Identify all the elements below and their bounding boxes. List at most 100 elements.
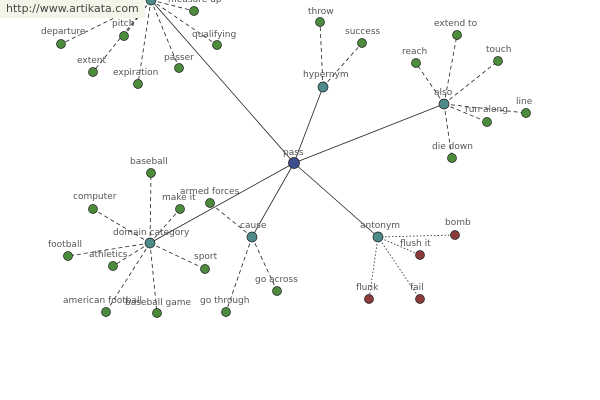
node-antonym[interactable]: antonym [360,221,400,243]
node-americanfootball[interactable]: american football [63,296,142,317]
node-label-computer[interactable]: computer [73,192,117,202]
node-label-antonym[interactable]: antonym [360,221,400,231]
node-makeit[interactable]: make it [162,193,196,214]
node-throw[interactable]: throw [308,7,334,27]
node-departure[interactable]: departure [41,27,86,49]
node-diedown[interactable]: die down [432,142,473,163]
node-goacross[interactable]: go across [255,275,298,296]
node-circle-extendto[interactable] [452,30,462,40]
node-also[interactable]: also [434,88,453,110]
node-circle-pitch[interactable] [119,31,129,41]
node-circle-throw[interactable] [315,17,325,27]
node-reach[interactable]: reach [402,47,427,68]
node-pass[interactable]: pass [283,148,304,169]
node-label-goacross[interactable]: go across [255,275,298,285]
node-label-domain[interactable]: domain category [113,228,190,238]
node-domain[interactable]: domain category [113,228,190,249]
node-circle-expiration[interactable] [133,79,143,89]
node-label-touch[interactable]: touch [486,45,511,55]
node-label-extent[interactable]: extent [77,56,106,66]
node-success[interactable]: success [345,27,381,48]
node-fail[interactable]: fail [410,283,425,304]
node-label-qualifying[interactable]: qualifying [192,30,236,40]
node-sport[interactable]: sport [194,252,218,274]
node-circle-fail[interactable] [415,294,425,304]
node-label-passer[interactable]: passer [164,53,194,63]
node-circle-americanfootball[interactable] [101,307,111,317]
node-flunk[interactable]: flunk [356,283,379,304]
node-circle-baseball[interactable] [146,168,156,178]
node-circle-runalong[interactable] [482,117,492,127]
node-circle-topcluster[interactable] [145,0,157,6]
node-touch[interactable]: touch [486,45,511,66]
node-label-sport[interactable]: sport [194,252,218,262]
node-circle-touch[interactable] [493,56,503,66]
node-label-expiration[interactable]: expiration [113,68,158,78]
node-circle-qualifying[interactable] [212,40,222,50]
node-circle-diedown[interactable] [447,153,457,163]
node-label-reach[interactable]: reach [402,47,427,57]
node-athletics[interactable]: athletics [89,250,128,271]
node-bomb[interactable]: bomb [445,218,471,240]
node-label-gothrough[interactable]: go through [200,296,249,306]
node-qualifying[interactable]: qualifying [192,30,236,50]
node-circle-pass[interactable] [288,157,300,169]
node-circle-measureup[interactable] [189,6,199,16]
node-circle-sport[interactable] [200,264,210,274]
node-label-success[interactable]: success [345,27,381,37]
node-hypernym[interactable]: hypernym [303,70,349,93]
node-circle-departure[interactable] [56,39,66,49]
node-circle-flunk[interactable] [364,294,374,304]
node-gothrough[interactable]: go through [200,296,249,317]
node-label-pass[interactable]: pass [283,148,304,158]
node-circle-bomb[interactable] [450,230,460,240]
node-label-pitch[interactable]: pitch [112,19,134,29]
node-circle-baseballgame[interactable] [152,308,162,318]
node-circle-computer[interactable] [88,204,98,214]
node-label-athletics[interactable]: athletics [89,250,128,260]
node-label-baseballgame[interactable]: baseball game [125,298,192,308]
node-circle-makeit[interactable] [175,204,185,214]
node-circle-hypernym[interactable] [317,81,329,93]
node-label-bomb[interactable]: bomb [445,218,471,228]
node-label-flushit[interactable]: flush it [400,239,431,249]
node-circle-goacross[interactable] [272,286,282,296]
node-expiration[interactable]: expiration [113,68,158,89]
node-circle-gothrough[interactable] [221,307,231,317]
node-circle-domain[interactable] [144,237,156,249]
node-label-throw[interactable]: throw [308,7,334,17]
node-baseball[interactable]: baseball [130,157,168,178]
node-label-baseball[interactable]: baseball [130,157,168,167]
node-circle-football[interactable] [63,251,73,261]
node-circle-line[interactable] [521,108,531,118]
node-label-cause[interactable]: cause [240,221,267,231]
node-line[interactable]: line [516,97,533,118]
node-armedforces[interactable]: armed forces [180,187,240,208]
node-circle-athletics[interactable] [108,261,118,271]
node-label-diedown[interactable]: die down [432,142,473,152]
node-circle-also[interactable] [438,98,450,110]
node-label-also[interactable]: also [434,88,453,98]
node-circle-reach[interactable] [411,58,421,68]
node-extendto[interactable]: extend to [434,19,478,40]
node-football[interactable]: football [48,240,82,261]
node-circle-armedforces[interactable] [205,198,215,208]
node-circle-passer[interactable] [174,63,184,73]
node-label-line[interactable]: line [516,97,533,107]
node-topcluster[interactable] [145,0,157,6]
node-circle-cause[interactable] [246,231,258,243]
node-label-fail[interactable]: fail [410,283,424,293]
node-extent[interactable]: extent [77,56,106,77]
node-label-hypernym[interactable]: hypernym [303,70,349,80]
node-label-armedforces[interactable]: armed forces [180,187,240,197]
node-label-flunk[interactable]: flunk [356,283,379,293]
node-label-football[interactable]: football [48,240,82,250]
node-pitch[interactable]: pitch [112,19,134,41]
node-label-americanfootball[interactable]: american football [63,296,142,306]
node-cause[interactable]: cause [240,221,267,243]
node-passer[interactable]: passer [164,53,194,73]
node-label-makeit[interactable]: make it [162,193,196,203]
node-circle-success[interactable] [357,38,367,48]
node-label-departure[interactable]: departure [41,27,86,37]
node-label-extendto[interactable]: extend to [434,19,478,29]
